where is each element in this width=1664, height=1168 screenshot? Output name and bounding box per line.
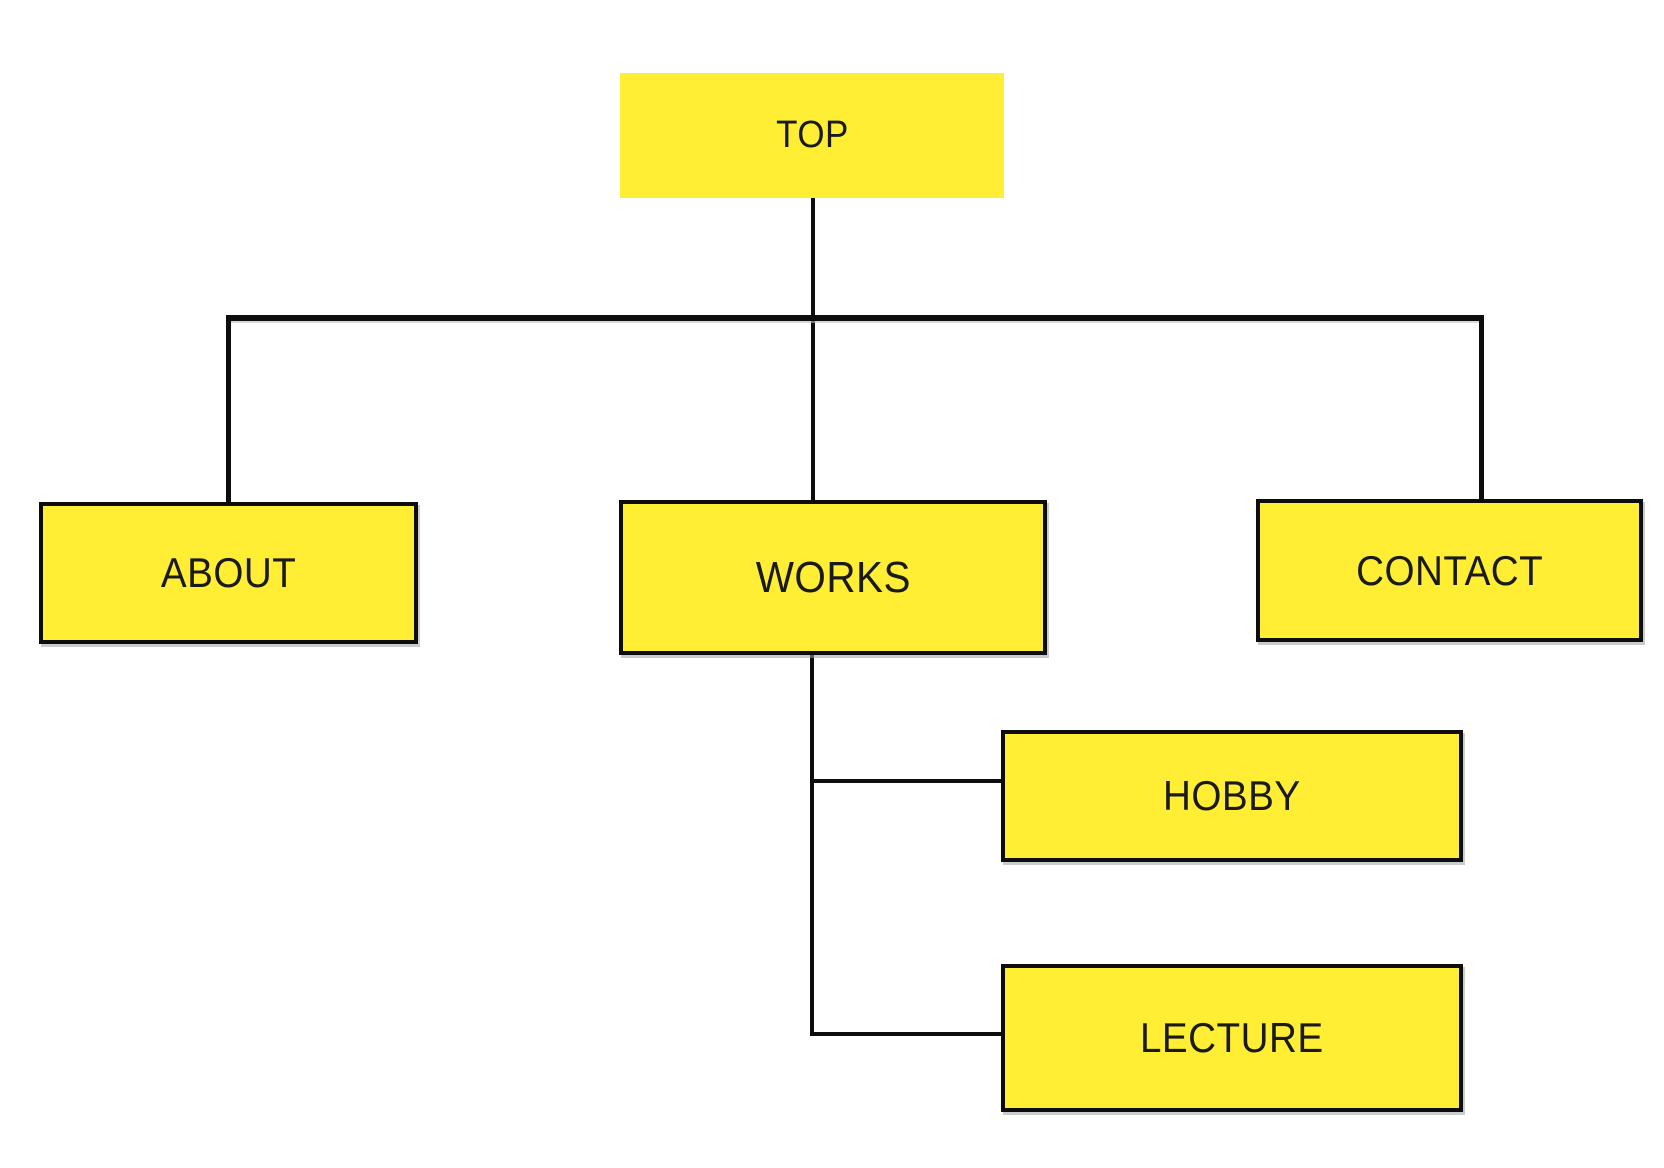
node-hobby-label: HOBBY	[1163, 772, 1301, 819]
node-lecture-label: LECTURE	[1140, 1014, 1324, 1061]
connector-drop-contact	[1479, 315, 1484, 499]
node-top: TOP	[620, 73, 1004, 198]
connector-top-stem	[811, 198, 815, 500]
node-works: WORKS	[619, 500, 1047, 655]
node-hobby: HOBBY	[1001, 730, 1463, 862]
connector-drop-about	[226, 315, 231, 502]
node-about-label: ABOUT	[160, 549, 297, 596]
connector-level1-bracket	[226, 315, 1484, 321]
node-works-label: WORKS	[755, 552, 911, 602]
connector-stub-hobby	[812, 779, 1001, 783]
node-about: ABOUT	[39, 502, 418, 644]
node-contact: CONTACT	[1256, 499, 1643, 642]
node-contact-label: CONTACT	[1355, 546, 1544, 594]
connector-stub-lecture	[812, 1032, 1001, 1036]
node-lecture: LECTURE	[1001, 964, 1463, 1112]
connector-works-stem	[810, 655, 814, 1036]
node-top-label: TOP	[775, 114, 849, 156]
